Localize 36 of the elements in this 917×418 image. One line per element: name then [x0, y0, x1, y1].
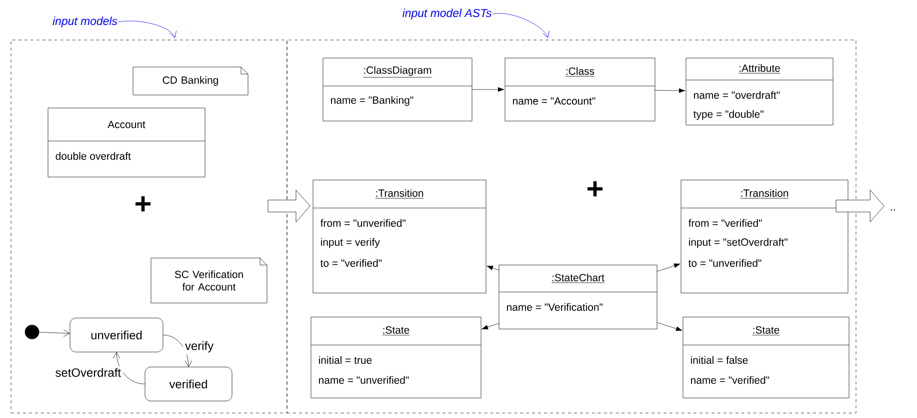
arrow [482, 323, 500, 330]
arrow [112, 352, 146, 384]
edge-label: setOverdraft [56, 368, 121, 377]
note: CD Banking [132, 66, 248, 96]
state-box: unverified [70, 318, 164, 352]
object-box: :ClassDiagram name = "Banking" [322, 58, 472, 122]
state-box: verified [144, 366, 232, 402]
panel-heading: input model ASTs [402, 8, 492, 20]
dashed-frame [10, 40, 288, 414]
dashed-frame [286, 40, 856, 414]
object-box: :Transition from = "verified" input = "setOverdraft" to = "unverified" [680, 180, 848, 294]
edge-label: verify [185, 341, 214, 352]
object-box: :Attribute name = "overdraft" type = "double" [686, 58, 834, 126]
block-arrow [268, 190, 310, 222]
object-box: :StateChart name = "Verification" [498, 264, 658, 330]
continuation-dots: .. [891, 209, 895, 211]
arrow [656, 263, 680, 272]
arrow [118, 20, 176, 38]
arrow [492, 13, 550, 38]
arrow [162, 334, 192, 367]
arrow [486, 266, 500, 270]
note: SC Verification for Account [150, 258, 268, 304]
plus-sign: + [588, 181, 603, 196]
object-box: :Transition from = "unverified" input = verify to = "verified" [312, 180, 486, 294]
arrow [472, 87, 504, 92]
object-box: :Class name = "Account" [504, 58, 656, 122]
object-box: :State initial = false name = "verified" [682, 316, 850, 398]
arrow [656, 322, 682, 331]
plus-sign: + [136, 196, 151, 212]
object-box: Account double overdraft [48, 108, 206, 178]
arrow [654, 88, 686, 93]
initial-state-dot [24, 324, 40, 340]
block-arrow [836, 190, 884, 222]
panel-heading: input models [52, 16, 118, 28]
object-box: :State initial = true name = "unverified" [310, 316, 482, 398]
arrow [38, 329, 70, 337]
